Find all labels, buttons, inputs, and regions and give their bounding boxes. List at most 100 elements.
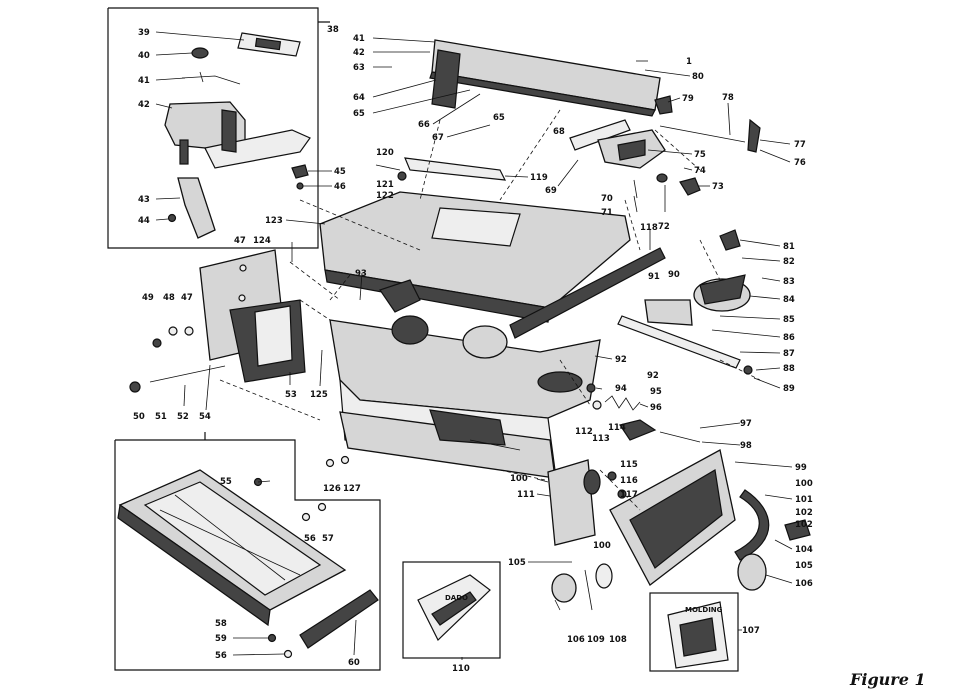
callout-54: 54	[199, 412, 211, 422]
tilt-crank-92	[537, 371, 583, 393]
lever-rod-77	[659, 118, 761, 153]
table-top-123	[319, 191, 631, 323]
guide-bar	[569, 119, 631, 151]
callout-65b: 65	[493, 113, 505, 123]
nut-49	[152, 338, 162, 348]
callout-73: 73	[712, 182, 724, 192]
callout-56b: 56	[215, 651, 227, 661]
callout-66: 66	[418, 120, 430, 130]
callout-113: 113	[592, 434, 610, 444]
lock-handle-79	[654, 95, 673, 115]
callout-81: 81	[783, 242, 795, 252]
callout-99: 99	[795, 463, 807, 473]
spring-96	[604, 395, 641, 411]
gasket-108	[595, 563, 613, 589]
callout-108: 108	[609, 635, 627, 645]
callout-110: 110	[452, 664, 470, 674]
callout-65a: 65	[353, 109, 365, 119]
callout-59: 59	[215, 634, 227, 644]
callout-100c: 100	[593, 541, 611, 551]
inset-box-38-fence-parts	[107, 7, 330, 249]
callout-52: 52	[177, 412, 189, 422]
fence-clamp-plate	[237, 32, 301, 57]
callout-125: 125	[310, 390, 328, 400]
rod-51	[149, 365, 226, 383]
handwheel-106b	[551, 573, 577, 611]
callout-94: 94	[615, 384, 627, 394]
callout-118: 118	[640, 223, 658, 233]
callout-96: 96	[650, 403, 662, 413]
callout-100b: 100	[510, 474, 528, 484]
molding-label: MOLDING	[685, 606, 723, 614]
callout-116: 116	[620, 476, 638, 486]
fence-knob	[191, 47, 209, 59]
callout-112: 112	[575, 427, 593, 437]
handwheel-106a	[737, 553, 767, 591]
nut-94	[586, 383, 596, 393]
callout-92b: 92	[615, 355, 627, 365]
arbor-assembly	[429, 409, 521, 451]
base-frame-58	[117, 469, 347, 627]
callout-51: 51	[155, 412, 167, 422]
callout-101: 101	[795, 495, 813, 505]
callout-74: 74	[694, 166, 706, 176]
callout-76: 76	[794, 158, 806, 168]
callout-97: 97	[740, 419, 752, 429]
callout-43: 43	[138, 195, 150, 205]
fence-front-bracket	[167, 177, 216, 239]
knob-50	[129, 381, 141, 393]
nut-48	[168, 326, 178, 336]
mount-plate-111	[547, 459, 627, 546]
fence-rear-clamp	[164, 101, 311, 169]
callout-67: 67	[432, 133, 444, 143]
callout-44: 44	[138, 216, 150, 226]
callout-119: 119	[530, 173, 548, 183]
callout-77: 77	[794, 140, 806, 150]
nut-59	[267, 633, 277, 643]
callout-114: 114	[608, 423, 626, 433]
callout-106b: 106	[567, 635, 585, 645]
figure-caption: Figure 1	[849, 670, 926, 689]
leader-lines	[155, 31, 793, 660]
callout-47b: 47	[181, 293, 193, 303]
inset-box-54-base-parts	[114, 432, 381, 671]
nut-57	[317, 502, 327, 512]
callout-41: 41	[138, 76, 150, 86]
callout-40: 40	[138, 51, 150, 61]
callout-84: 84	[783, 295, 795, 305]
callout-49: 49	[142, 293, 154, 303]
callout-82a: 82	[783, 257, 795, 267]
spring-72	[656, 173, 668, 183]
callout-89: 89	[783, 384, 795, 394]
molding-insert-plate: MOLDING	[667, 601, 729, 669]
callout-115: 115	[620, 460, 638, 470]
callout-71: 71	[601, 208, 613, 218]
callout-102b: 102	[795, 520, 813, 530]
inset-box-110-dado-insert	[402, 561, 501, 659]
bracket-90-91	[644, 299, 693, 326]
callout-126: 126	[323, 484, 341, 494]
callout-60: 60	[348, 658, 360, 668]
dado-label: DADO	[445, 594, 468, 602]
fence-spring-clip	[181, 71, 241, 85]
callout-46: 46	[334, 182, 346, 192]
clamp-104	[784, 519, 811, 541]
callout-106a: 106	[795, 579, 813, 589]
callout-38: 38	[327, 25, 339, 35]
blade-guard-99	[609, 449, 736, 586]
callout-117: 117	[620, 490, 638, 500]
nut-56a	[301, 512, 311, 522]
callout-105a: 105	[795, 561, 813, 571]
fence-lock-parts	[291, 164, 309, 190]
callout-88: 88	[783, 364, 795, 374]
lever-97	[619, 419, 701, 443]
washer-95	[592, 400, 602, 410]
callout-69: 69	[545, 186, 557, 196]
miter-gauge-head	[597, 129, 666, 169]
callout-127: 127	[343, 484, 361, 494]
callout-107: 107	[742, 626, 760, 636]
nut-47b	[184, 326, 194, 336]
callout-58: 58	[215, 619, 227, 629]
callout-120: 120	[376, 148, 394, 158]
